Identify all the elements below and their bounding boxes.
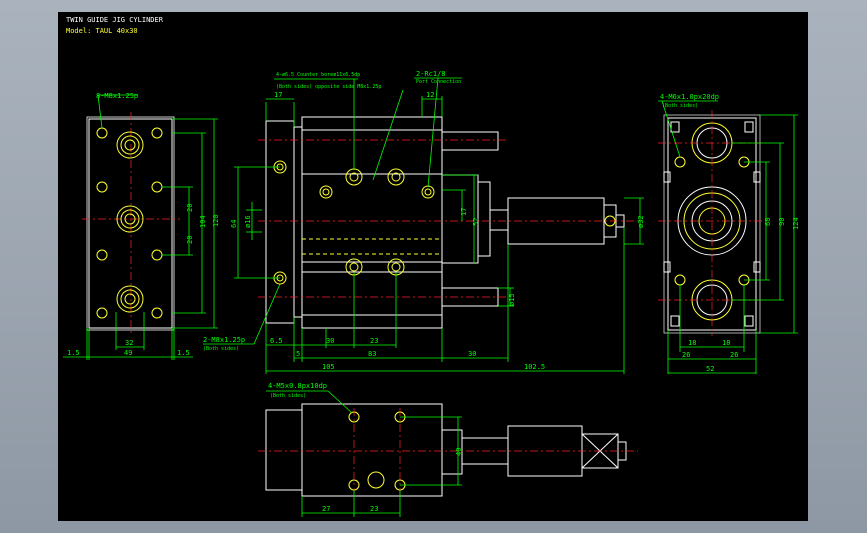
dim-105: 105 bbox=[322, 363, 335, 371]
dim-pitch-20b: 20 bbox=[186, 236, 194, 244]
dim-64: 64 bbox=[230, 220, 238, 228]
dim-18b: 18 bbox=[722, 339, 730, 347]
dim-26b: 26 bbox=[730, 351, 738, 359]
front-hole-note-1: 4-ø6.5 Counter boreø11x6.5dp bbox=[276, 72, 360, 78]
left-view-dimensions: 8-M8x1.25p 120 104 20 20 32 49 1.5 1.5 bbox=[63, 92, 220, 360]
front-side-note-2: (Both sides) bbox=[203, 346, 239, 352]
drawing-model: Model: TAUL 40x30 bbox=[66, 27, 138, 35]
bottom-view bbox=[258, 403, 638, 497]
dim-width-49: 49 bbox=[124, 349, 132, 357]
dim-26a: 26 bbox=[682, 351, 690, 359]
front-view-dimensions: 4-ø6.5 Counter boreø11x6.5dp (Both sides… bbox=[203, 70, 645, 374]
dim-23-bottom: 23 bbox=[370, 505, 378, 513]
dim-12: 12 bbox=[426, 91, 434, 99]
dim-height-120: 120 bbox=[212, 214, 220, 227]
dim-height-104: 104 bbox=[199, 215, 207, 228]
dim-68: 68 bbox=[764, 218, 772, 226]
dim-dia-15: ø15 bbox=[508, 293, 516, 306]
front-side-note-1: 2-M8x1.25p bbox=[203, 336, 245, 344]
front-hole-note-2: (Both sides) opposite side M8x1.25p bbox=[276, 84, 381, 90]
dim-124: 124 bbox=[792, 217, 800, 230]
bottom-hole-note-2: (Both sides) bbox=[270, 393, 306, 399]
left-thread-note: 8-M8x1.25p bbox=[96, 92, 138, 100]
front-view bbox=[258, 116, 638, 329]
port-note-1: 2-Rc1/8 bbox=[416, 70, 446, 78]
right-view-dimensions: 4-M6x1.0px20dp (Both sides) 68 90 124 18… bbox=[658, 93, 800, 374]
dim-52: 52 bbox=[472, 218, 480, 226]
bottom-hole-note-1: 4-M5x0.8px10dp bbox=[268, 382, 327, 390]
cad-drawing-canvas[interactable]: TWIN GUIDE JIG CYLINDER Model: TAUL 40x3… bbox=[58, 12, 808, 521]
dim-83: 83 bbox=[368, 350, 376, 358]
right-thread-note-2: (Both sides) bbox=[662, 103, 698, 109]
dim-6-5: 6.5 bbox=[270, 337, 283, 345]
left-end-view bbox=[82, 112, 180, 334]
dim-90: 90 bbox=[778, 218, 786, 226]
dim-17: 17 bbox=[274, 91, 282, 99]
bottom-view-dimensions: 4-M5x0.8px10dp (Both sides) 40 27 23 bbox=[266, 382, 463, 517]
dim-edge-left: 1.5 bbox=[67, 349, 80, 357]
dim-pitch-20a: 20 bbox=[186, 204, 194, 212]
dim-30: 30 bbox=[326, 337, 334, 345]
cad-drawing: TWIN GUIDE JIG CYLINDER Model: TAUL 40x3… bbox=[63, 16, 800, 517]
dim-dia-32: ø32 bbox=[637, 215, 645, 228]
dim-40: 40 bbox=[455, 448, 463, 456]
dim-dia-16: ø16 bbox=[244, 215, 252, 228]
right-end-view bbox=[658, 110, 766, 336]
dim-27: 27 bbox=[322, 505, 330, 513]
port-note-2: Port Connection bbox=[416, 79, 461, 85]
right-thread-note-1: 4-M6x1.0px20dp bbox=[660, 93, 719, 101]
dim-30b: 30 bbox=[468, 350, 476, 358]
dim-width-32: 32 bbox=[125, 339, 133, 347]
drawing-title: TWIN GUIDE JIG CYLINDER bbox=[66, 16, 164, 24]
dim-102-5: 102.5 bbox=[524, 363, 545, 371]
dim-5: 5 bbox=[296, 350, 300, 358]
dim-18a: 18 bbox=[688, 339, 696, 347]
dim-edge-right: 1.5 bbox=[177, 349, 190, 357]
dim-52-right: 52 bbox=[706, 365, 714, 373]
dim-17b: 17 bbox=[460, 208, 468, 216]
dim-23: 23 bbox=[370, 337, 378, 345]
